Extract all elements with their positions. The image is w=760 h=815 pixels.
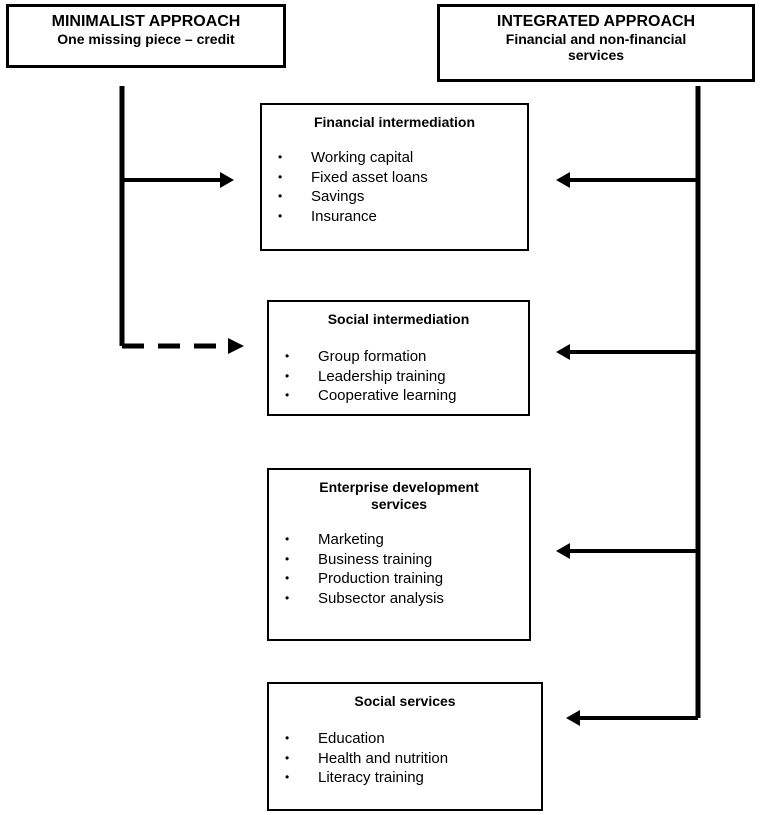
integrated-approach-subtitle-line2: services	[567, 47, 625, 63]
enterprise-development-box: Enterprise development services • Marketi…	[267, 468, 531, 641]
bullet-icon: •	[278, 150, 283, 164]
bullet-icon: •	[278, 169, 283, 184]
integrated-approach-title: INTEGRATED APPROACH	[496, 13, 696, 30]
list-item-label: Health and nutrition	[318, 749, 449, 767]
list-item-label: Subsector analysis	[318, 589, 444, 607]
list-item-label: Savings	[311, 188, 365, 205]
bullet-icon: •	[285, 532, 290, 546]
social-services-box: Social services • Education • Health and n…	[267, 682, 543, 811]
list-item: • Savings	[262, 187, 527, 207]
financial-intermediation-title: Financial intermediation	[313, 114, 476, 130]
minimalist-arrowhead-social	[228, 338, 244, 354]
list-item: • Fixed asset loans	[262, 168, 527, 188]
financial-intermediation-list: • Working capital • Fixed asset loans • Sav…	[262, 148, 527, 226]
list-item-label: Literacy training	[318, 769, 424, 786]
list-item: • Insurance	[262, 207, 527, 227]
list-item-label: Leadership training	[318, 367, 446, 385]
minimalist-approach-subtitle: One missing piece – credit	[57, 31, 235, 47]
financial-intermediation-box: Financial intermediation • Working capita…	[260, 103, 529, 251]
integrated-arrowhead-social-services	[566, 710, 580, 726]
social-services-list: • Education • Health and nutrition • Litera…	[269, 729, 541, 788]
bullet-icon: •	[285, 368, 290, 383]
enterprise-development-list: • Marketing • Business training • Productio…	[269, 530, 529, 608]
list-item: • Health and nutrition	[269, 749, 541, 769]
list-item-label: Cooperative learning	[318, 387, 457, 404]
bullet-icon: •	[278, 189, 283, 203]
bullet-icon: •	[285, 349, 290, 363]
bullet-icon: •	[278, 208, 283, 223]
bullet-icon: •	[285, 590, 290, 605]
minimalist-arrowhead-financial	[220, 172, 234, 188]
bullet-icon: •	[285, 731, 290, 745]
list-item: • Subsector analysis	[269, 589, 529, 609]
list-item-label: Education	[318, 730, 385, 747]
minimalist-approach-title: MINIMALIST APPROACH	[51, 13, 241, 30]
social-intermediation-title: Social intermediation	[327, 311, 470, 327]
list-item: • Group formation	[269, 347, 528, 367]
social-intermediation-box: Social intermediation • Group formation •…	[267, 300, 530, 416]
bullet-icon: •	[285, 750, 290, 765]
minimalist-approach-box: MINIMALIST APPROACH One missing piece – …	[6, 4, 286, 68]
list-item: • Production training	[269, 569, 529, 589]
integrated-arrowhead-enterprise	[556, 543, 570, 559]
integrated-arrowhead-social-intermediation	[556, 344, 570, 360]
list-item-label: Group formation	[318, 348, 427, 365]
social-intermediation-list: • Group formation • Leadership training • C…	[269, 347, 528, 406]
list-item-label: Business training	[318, 550, 433, 568]
list-item-label: Insurance	[311, 207, 377, 225]
enterprise-development-title-line2: services	[370, 496, 428, 512]
list-item-label: Marketing	[318, 531, 384, 548]
integrated-arrowhead-financial	[556, 172, 570, 188]
list-item: • Education	[269, 729, 541, 749]
list-item: • Working capital	[262, 148, 527, 168]
list-item-label: Production training	[318, 570, 444, 587]
list-item: • Cooperative learning	[269, 386, 528, 406]
list-item-label: Working capital	[311, 149, 414, 166]
list-item: • Leadership training	[269, 367, 528, 387]
bullet-icon: •	[285, 770, 290, 784]
integrated-approach-subtitle-line1: Financial and non-financial	[505, 31, 687, 47]
list-item-label: Fixed asset loans	[311, 168, 428, 186]
bullet-icon: •	[285, 551, 290, 566]
bullet-icon: •	[285, 571, 290, 585]
integrated-approach-box: INTEGRATED APPROACH Financial and non-fi…	[437, 4, 755, 82]
list-item: • Business training	[269, 550, 529, 570]
list-item: • Marketing	[269, 530, 529, 550]
bullet-icon: •	[285, 388, 290, 402]
enterprise-development-title-line1: Enterprise development	[319, 479, 479, 495]
social-services-title: Social services	[354, 693, 456, 709]
list-item: • Literacy training	[269, 768, 541, 788]
